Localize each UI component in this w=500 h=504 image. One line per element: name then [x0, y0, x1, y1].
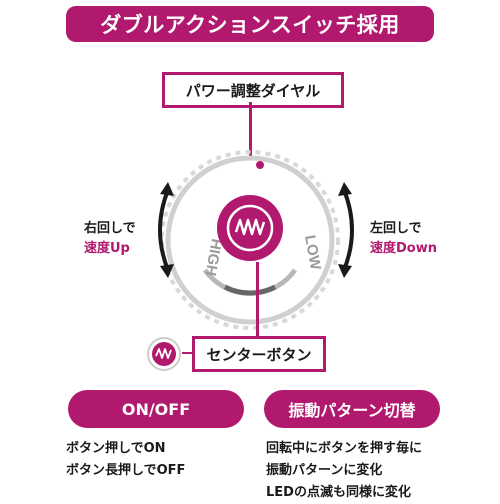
pattern-switch-pill: 振動パターン切替	[264, 390, 440, 428]
power-dial[interactable]: HIGH LOW	[150, 140, 350, 340]
dial-scale-arc-dark	[223, 284, 277, 296]
header-banner: ダブルアクションスイッチ採用	[66, 6, 434, 42]
onoff-desc-line: ボタン押しでON	[66, 441, 166, 456]
onoff-description: ボタン押しでON ボタン長押しでOFF	[66, 438, 185, 482]
curved-arrow-icon	[158, 182, 174, 278]
onoff-pill: ON/OFF	[68, 390, 244, 428]
pattern-description: 回転中にボタンを押す毎に 振動パターンに変化 LEDの点滅も同様に変化	[266, 438, 422, 504]
wave-logo-icon	[155, 348, 172, 359]
dial-indicator-dot	[256, 161, 264, 169]
right-turn-caption-line1: 右回しで	[84, 221, 136, 236]
icon-connector	[182, 352, 192, 354]
wave-logo-icon	[234, 218, 266, 236]
left-turn-caption: 左回しで 速度Down	[370, 219, 437, 259]
low-label: LOW	[301, 234, 324, 272]
left-turn-caption-line1: 左回しで	[370, 221, 422, 236]
pattern-desc-line: LEDの点滅も同様に変化	[266, 485, 411, 500]
power-dial-label: パワー調整ダイヤル	[162, 72, 344, 108]
pattern-desc-line: 振動パターンに変化	[266, 463, 383, 478]
header-title: ダブルアクションスイッチ採用	[100, 13, 400, 37]
right-turn-caption-line2: 速度Up	[84, 241, 130, 256]
left-turn-caption-line2: 速度Down	[370, 241, 437, 256]
center-button[interactable]	[217, 195, 283, 261]
curved-arrow-icon	[338, 182, 354, 278]
onoff-desc-line: ボタン長押しでOFF	[66, 463, 186, 478]
center-button-label: センターボタン	[192, 336, 326, 372]
center-button-icon	[147, 337, 181, 371]
high-label: HIGH	[202, 237, 225, 277]
center-connector-dot	[252, 250, 262, 260]
right-turn-caption: 右回しで 速度Up	[84, 219, 136, 259]
power-label-connector	[249, 102, 252, 172]
center-label-connector	[256, 262, 259, 336]
pattern-desc-line: 回転中にボタンを押す毎に	[266, 441, 423, 456]
